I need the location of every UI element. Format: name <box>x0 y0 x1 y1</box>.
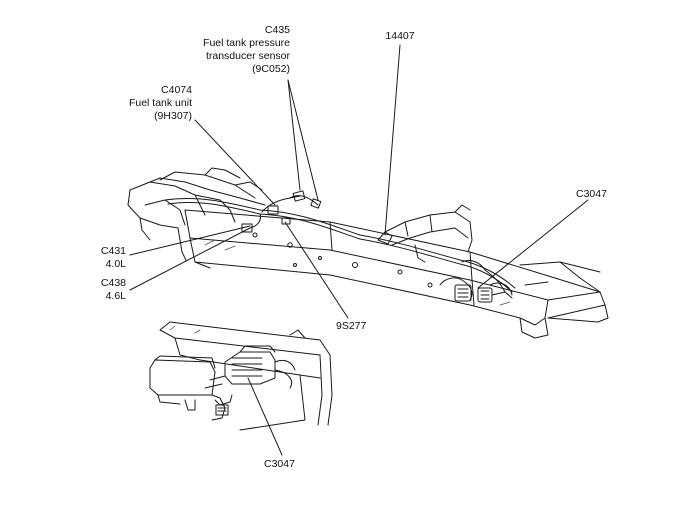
label-c3047-right: C3047 <box>576 188 607 200</box>
label-c431-engine: 4.0L <box>105 258 126 270</box>
label-c438-engine: 4.6L <box>105 290 126 302</box>
crossmember-right <box>384 204 473 263</box>
crossmember-left <box>127 167 266 261</box>
hatching <box>169 239 511 334</box>
label-c435-id: C435 <box>264 24 290 36</box>
label-c435-part: (9C052) <box>252 63 290 75</box>
label-c435-desc1: Fuel tank pressure <box>203 37 290 49</box>
label-14407: 14407 <box>385 30 415 42</box>
label-c431-id: C431 <box>100 245 126 257</box>
label-c4074: C4074 Fuel tank unit (9H307) <box>110 84 192 123</box>
label-c4074-desc: Fuel tank unit <box>128 97 192 109</box>
label-c438-id: C438 <box>100 277 126 289</box>
label-c438: C438 4.6L <box>80 277 126 303</box>
label-c435: C435 Fuel tank pressure transducer senso… <box>180 24 290 76</box>
leader-lines-main <box>129 44 589 319</box>
frame-right-end <box>519 261 609 339</box>
frame-rail <box>184 209 606 326</box>
label-c3047-bottom: C3047 <box>264 458 295 470</box>
inset-detail <box>149 321 333 456</box>
label-c4074-part: (9H307) <box>154 110 192 122</box>
wiring-harness <box>164 195 516 301</box>
label-c4074-id: C4074 <box>161 84 192 96</box>
label-9s277: 9S277 <box>336 320 367 332</box>
label-c435-desc2: transducer sensor <box>205 50 290 62</box>
label-c431: C431 4.0L <box>80 245 126 271</box>
